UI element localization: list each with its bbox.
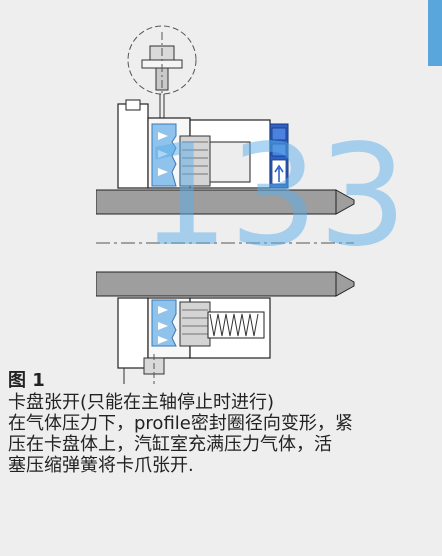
caption-title: 卡盘张开(只能在主轴停止时进行) [8,392,275,413]
chuck-cross-section-drawing [96,24,426,384]
technical-drawing [96,25,355,384]
watermark-number: 133 [140,115,407,278]
accent-strip [428,0,442,66]
caption-line-2: 压在卡盘体上，汽缸室充满压力气体，活 [8,434,332,455]
spindle-top-wall [96,189,337,215]
spindle-bottom-wall [96,271,337,297]
caption-line-1: 在气体压力下，profile密封圈径向变形，紧 [8,413,353,434]
caption-line-3: 塞压缩弹簧将卡爪张开. [8,455,194,476]
detail-circle [127,25,197,95]
figure-caption: 图 1 卡盘张开(只能在主轴停止时进行) 在气体压力下，profile密封圈径向… [8,370,434,476]
figure-title: 图 1 [8,370,45,391]
